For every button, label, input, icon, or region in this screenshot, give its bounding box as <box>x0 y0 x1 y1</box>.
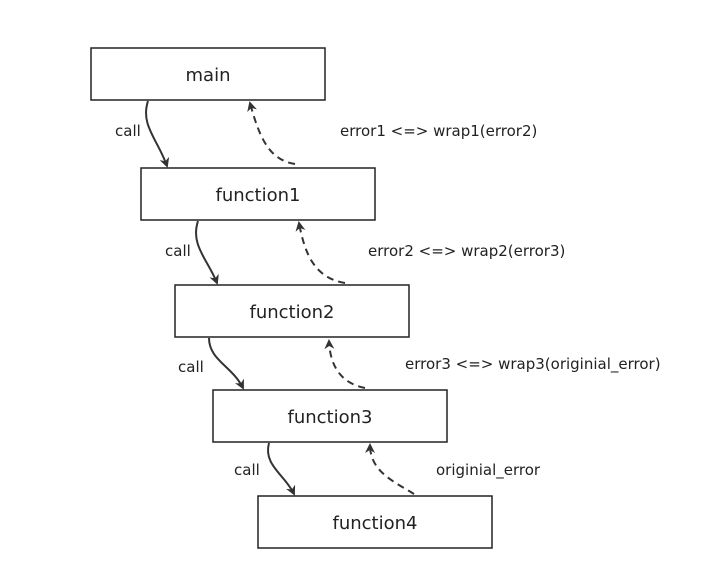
box-main-label: main <box>186 65 231 86</box>
return-arrow-4 <box>365 443 415 495</box>
return-arrow-1 <box>247 101 296 165</box>
return-arrow-3 <box>324 339 366 389</box>
box-main: main <box>90 47 326 101</box>
box-function1-label: function1 <box>216 185 301 206</box>
box-function4-label: function4 <box>333 513 418 534</box>
error-label-1: error1 <=> wrap1(error2) <box>340 122 537 140</box>
call-label-4: call <box>234 461 260 479</box>
call-arrow-4 <box>266 442 296 496</box>
call-label-2: call <box>165 242 191 260</box>
box-function1: function1 <box>140 167 376 221</box>
error-label-3: error3 <=> wrap3(originial_error) <box>405 355 661 374</box>
box-function2-label: function2 <box>250 302 335 323</box>
call-label-1: call <box>115 122 141 140</box>
box-function3: function3 <box>212 389 448 443</box>
call-arrow-3 <box>208 337 244 390</box>
call-label-3: call <box>178 358 204 376</box>
call-arrow-2 <box>195 220 219 285</box>
error-label-4: originial_error <box>436 461 541 480</box>
error-label-2: error2 <=> wrap2(error3) <box>368 242 565 260</box>
box-function3-label: function3 <box>288 407 373 428</box>
return-arrow-2 <box>295 221 346 284</box>
box-function4: function4 <box>257 495 493 549</box>
call-arrow-1 <box>145 100 170 168</box>
box-function2: function2 <box>174 284 410 338</box>
